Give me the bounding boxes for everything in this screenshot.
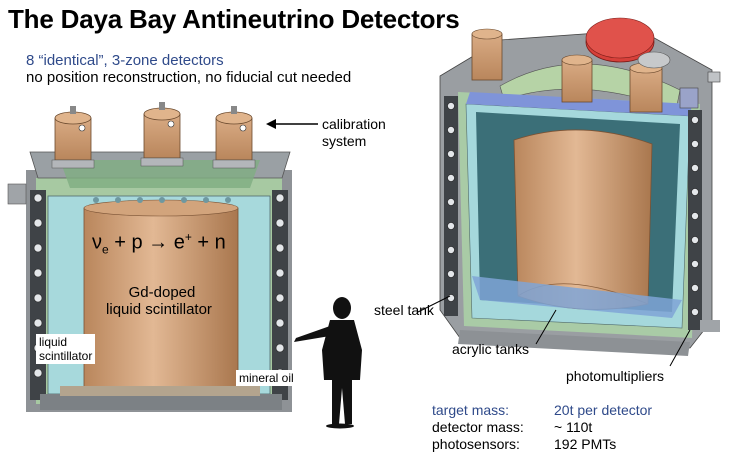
steel-tank-label: steel tank <box>374 302 434 318</box>
pmt-dot <box>115 197 121 203</box>
pmt-dot <box>225 197 231 203</box>
pmt-dot <box>159 197 165 203</box>
pmt-dot <box>691 164 699 172</box>
spec-key: photosensors: <box>432 436 520 452</box>
pmt-dot <box>275 318 285 328</box>
pmt-dot <box>203 197 209 203</box>
ls-label-line1: liquid <box>39 335 68 349</box>
pmt-dot <box>181 197 187 203</box>
pmt-dot <box>275 268 285 278</box>
pmt-row-inner <box>93 197 231 203</box>
pmt-dot <box>33 293 43 303</box>
page-title: The Daya Bay Antineutrino Detectors <box>8 4 460 34</box>
spec-key: target mass: <box>432 402 510 418</box>
pmt-dot <box>447 246 455 254</box>
gd-label-line1: Gd-doped <box>128 284 196 301</box>
pmt-column-cutaway-right <box>691 116 699 316</box>
pmt-dot <box>275 193 285 203</box>
pmt-dot <box>33 368 43 378</box>
pmt-dot <box>275 218 285 228</box>
pmt-dot <box>691 140 699 148</box>
pmt-dot <box>33 243 43 253</box>
pmt-dot <box>93 197 99 203</box>
pmt-dot <box>447 174 455 182</box>
reaction-equation: νe + p → e+ + n <box>92 230 226 257</box>
mineral-oil-label: mineral oil <box>236 370 297 386</box>
liquid-scintillator-label: liquid scintillator <box>36 334 96 364</box>
pmt-dot <box>275 293 285 303</box>
reaction-e-sub: e <box>102 242 109 257</box>
pmt-dot <box>691 308 699 316</box>
presenter-silhouette <box>294 297 362 429</box>
pmt-dot <box>33 268 43 278</box>
pmt-dot <box>447 270 455 278</box>
label-pointers <box>417 295 691 367</box>
spec-value: ~ 110t <box>554 419 593 435</box>
spec-value: 20t per detector <box>554 402 653 418</box>
pmt-dot <box>447 126 455 134</box>
right-detector-cutaway <box>439 17 721 356</box>
pmt-dot <box>691 188 699 196</box>
pmt-dot <box>691 212 699 220</box>
arrow-icon <box>266 119 318 129</box>
pmt-dot <box>447 150 455 158</box>
spec-value: 192 PMTs <box>554 436 617 452</box>
pmt-dot <box>275 243 285 253</box>
reaction-n: + n <box>191 231 226 254</box>
subtitle-detectors: 8 “identical”, 3-zone detectors <box>26 52 224 69</box>
pmt-dot <box>691 116 699 124</box>
photomultipliers-label: photomultipliers <box>566 368 665 384</box>
reaction-rest: + p → e <box>108 231 185 254</box>
calibration-label-line1: calibration <box>322 116 386 132</box>
pmt-dot <box>691 260 699 268</box>
gd-label-line2: liquid scintillator <box>106 301 212 318</box>
pmt-dot <box>691 284 699 292</box>
pmt-dot <box>447 102 455 110</box>
pmt-dot <box>33 218 43 228</box>
reaction-plus-sup: + <box>184 230 192 244</box>
pmt-dot <box>447 198 455 206</box>
spec-key: detector mass: <box>432 419 524 435</box>
pmt-dot <box>275 343 285 353</box>
pmt-dot <box>447 222 455 230</box>
reaction-nu: ν <box>92 231 102 254</box>
subtitle-notes: no position reconstruction, no fiducial … <box>26 69 352 86</box>
gd-label: Gd-doped liquid scintillator <box>100 284 224 318</box>
pmt-column-cutaway-left <box>447 102 455 302</box>
pmt-dot <box>33 193 43 203</box>
calibration-label-line2: system <box>322 133 367 149</box>
acrylic-tanks-label: acrylic tanks <box>452 341 530 357</box>
pmt-dot <box>447 294 455 302</box>
calibration-units <box>51 102 256 169</box>
pmt-dot <box>33 318 43 328</box>
pmt-dot <box>137 197 143 203</box>
ls-label-line2: scintillator <box>39 349 93 363</box>
pmt-dot <box>691 236 699 244</box>
